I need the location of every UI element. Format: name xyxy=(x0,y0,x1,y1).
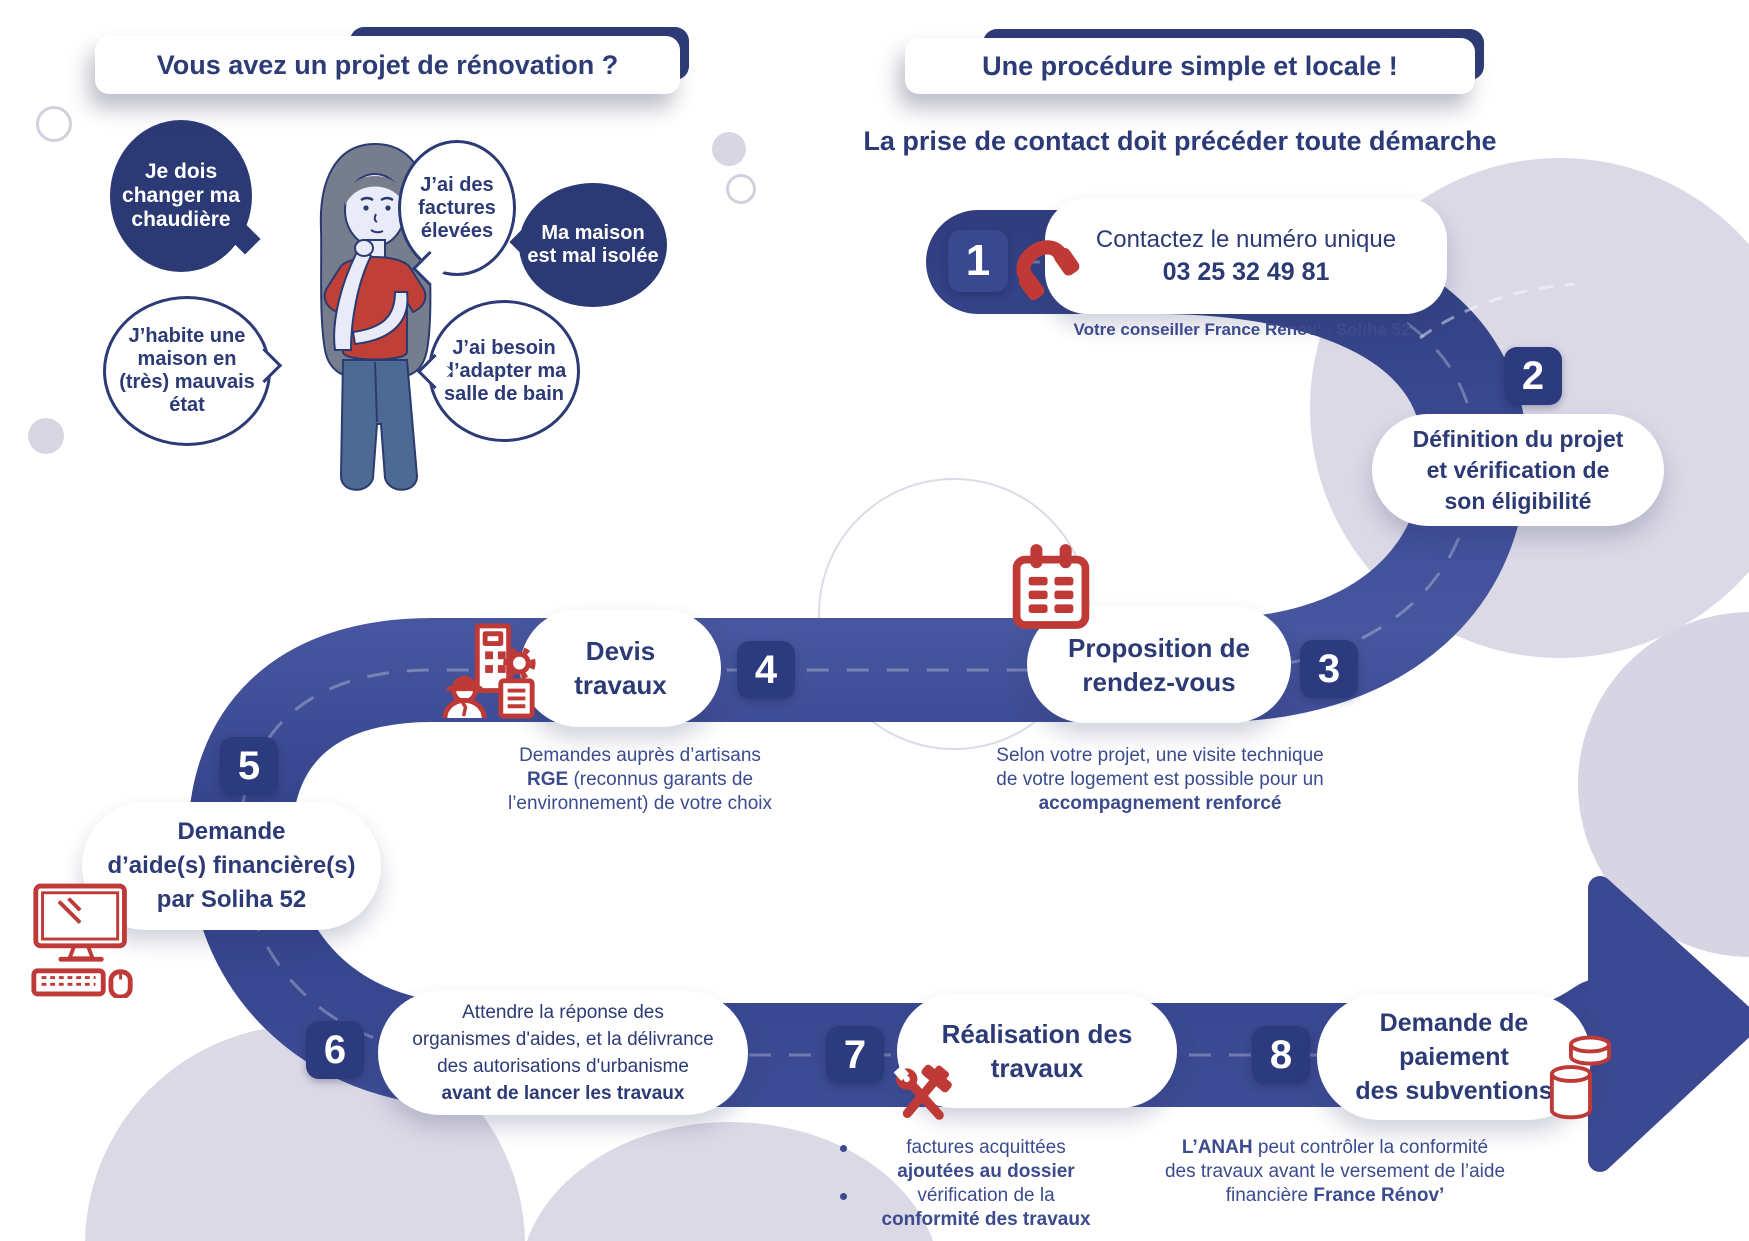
step8-badge: 8 xyxy=(1252,1026,1310,1084)
outline-circle-small-1 xyxy=(36,106,72,142)
right-header: Une procédure simple et locale ! xyxy=(905,29,1484,94)
step1-note: Votre conseiller France Rénov’ - Soliha … xyxy=(1073,320,1411,339)
step8-note: L’ANAH peut contrôler la conformité des … xyxy=(1164,1137,1506,1206)
arrow-head xyxy=(1588,876,1749,1172)
left-header-title: Vous avez un projet de rénovation ? xyxy=(156,49,619,80)
step1-text: Contactez le numéro unique xyxy=(1095,225,1397,253)
speech-bubble-factures: J’ai des factures élevées xyxy=(398,140,516,287)
step4-note: Demandes auprès d’artisans RGE (reconnus… xyxy=(507,745,773,814)
step7-badge: 7 xyxy=(826,1026,884,1084)
outline-circle-small-2 xyxy=(726,174,756,204)
step3-note: Selon votre projet, une visite technique… xyxy=(996,745,1324,814)
step1-pill: Contactez le numéro unique 03 25 32 49 8… xyxy=(1045,198,1447,314)
gray-dot-1 xyxy=(712,132,746,166)
step2-badge: 2 xyxy=(1504,347,1562,405)
step2-pill: Définition du projet et vérification de … xyxy=(1372,414,1664,526)
left-header: Vous avez un projet de rénovation ? xyxy=(95,27,689,94)
bullet-dot xyxy=(840,1145,847,1152)
step1-badge: 1 xyxy=(948,230,1008,292)
tools-icon xyxy=(893,1064,952,1120)
step4-pill: Devis travaux xyxy=(520,609,721,727)
step7-notes: factures acquittées ajoutées au dossier … xyxy=(830,1136,1142,1232)
right-header-title: Une procédure simple et locale ! xyxy=(982,50,1398,81)
speech-bubble-chaudiere: Je dois changer ma chaudière xyxy=(110,120,261,272)
dash-decoration xyxy=(1419,282,1576,340)
step6-badge: 6 xyxy=(306,1021,364,1079)
step1-phone-number: 03 25 32 49 81 xyxy=(1162,257,1330,286)
step4-badge: 4 xyxy=(737,641,795,699)
phone-icon xyxy=(1016,240,1080,301)
construction-worker-icon xyxy=(442,623,536,719)
speech-bubble-isolation: Ma maison est mal isolée xyxy=(509,183,667,307)
computer-icon xyxy=(31,883,133,998)
contact-subtitle: La prise de contact doit précéder toute … xyxy=(863,126,1497,156)
coins-icon xyxy=(1549,1035,1612,1120)
speech-bubble-salle-de-bain: J’ai besoin d’adapter ma salle de bain xyxy=(416,300,580,442)
step6-pill: Attendre la réponse des organismes d'aid… xyxy=(378,991,748,1115)
bullet-dot xyxy=(840,1193,847,1200)
speech-bubble-mauvais-etat: J’habite une maison en (très) mauvais ét… xyxy=(103,296,283,446)
step5-badge: 5 xyxy=(220,737,278,795)
step8-pill: Demande de paiement des subventions xyxy=(1317,994,1591,1120)
step3-badge: 3 xyxy=(1300,640,1358,698)
gray-dot-2 xyxy=(28,418,64,454)
calendar-icon xyxy=(1012,544,1090,629)
step5-pill: Demande d’aide(s) financière(s) par Soli… xyxy=(82,802,381,930)
